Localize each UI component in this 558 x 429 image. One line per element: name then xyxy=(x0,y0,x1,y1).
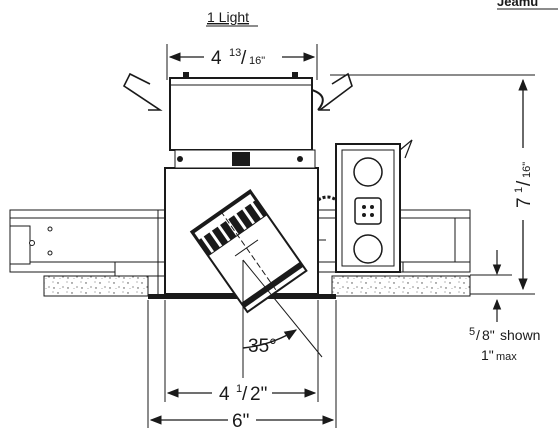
corner-label: Jeamu xyxy=(497,0,538,9)
spring-clips xyxy=(122,72,353,111)
fraction-slash: / xyxy=(476,327,480,343)
tilt-angle-label: 35° xyxy=(248,336,277,357)
top-width-num: 13 xyxy=(229,47,241,59)
cutout-label: 6" xyxy=(232,411,249,429)
ceiling-num: 5 xyxy=(469,326,475,338)
electrical-box xyxy=(317,139,413,273)
ceiling-den: 8" xyxy=(482,327,495,343)
mounting-bar-left xyxy=(9,209,168,277)
fraction-slash: / xyxy=(241,48,247,69)
aperture-whole: 4 xyxy=(219,384,230,405)
dimension-top-width: 4 13 / 16" xyxy=(166,44,318,80)
top-width-den: 16" xyxy=(249,55,265,67)
ceiling-slab xyxy=(43,275,471,297)
tilt-angle: 35° xyxy=(242,259,323,378)
dimension-ceiling: 5 / 8" shown 1" max xyxy=(469,250,540,363)
dimension-cutout: 6" xyxy=(147,300,337,429)
dimension-height: 7 1 / 16" xyxy=(330,74,535,295)
top-width-whole: 4 xyxy=(211,48,222,69)
dimension-aperture: 4 1 / 2" xyxy=(164,300,319,405)
fraction-slash: / xyxy=(514,180,535,186)
height-num: 1 xyxy=(513,187,525,193)
height-den: 16" xyxy=(521,162,533,178)
ceiling-shown: shown xyxy=(500,327,540,343)
fraction-slash: / xyxy=(242,384,248,405)
aperture-num: 1 xyxy=(236,383,242,395)
junction-box-top xyxy=(169,72,324,169)
lamp-gimbal xyxy=(189,189,308,314)
ceiling-max-val: 1" xyxy=(481,347,494,363)
ceiling-max-label: max xyxy=(496,351,517,363)
aperture-den: 2" xyxy=(250,384,267,405)
height-whole: 7 xyxy=(514,197,535,208)
page-title: 1 Light xyxy=(207,9,249,25)
